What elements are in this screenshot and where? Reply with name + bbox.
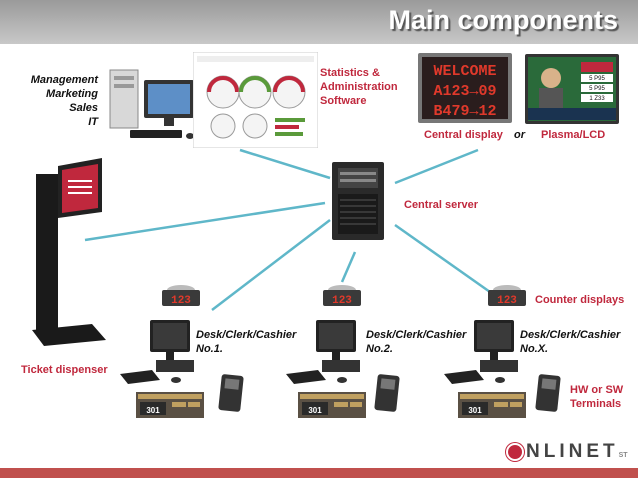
label-counter-displays: Counter displays	[535, 294, 625, 306]
line-to-ticket-dispenser	[84, 201, 326, 242]
terminal-1-number: 301	[146, 406, 160, 415]
line-to-desk-1	[211, 219, 331, 311]
desk-1-pc-icon	[120, 320, 194, 384]
terminal-panel-2: 301	[298, 392, 366, 418]
label-or: or	[514, 129, 525, 141]
counter-1-number: 123	[171, 295, 191, 307]
label-central-server: Central server	[404, 199, 478, 211]
logo-suffix: ST	[618, 452, 628, 459]
label-desk-2-line2: No.2.	[366, 343, 393, 355]
page-title: Main components	[388, 5, 618, 35]
label-ticket-dispenser: Ticket dispenser	[21, 364, 108, 376]
desk-x-pc-icon	[444, 320, 518, 384]
counter-display-1: 123	[162, 285, 200, 307]
counter-display-x: 123	[488, 285, 526, 307]
line-to-statistics	[239, 148, 331, 180]
plasma-display: 5 P95 5 P95 1 Z33	[525, 54, 619, 124]
handheld-terminal-1-icon	[218, 374, 244, 412]
plasma-row-1: 5 P95	[589, 76, 605, 82]
counter-2-number: 123	[332, 295, 352, 307]
terminal-panel-x: 301	[458, 392, 526, 418]
label-sales: Sales	[69, 102, 98, 114]
label-desk-x-line2: No.X.	[520, 343, 549, 355]
management-pc-icon	[109, 69, 194, 139]
label-desk-1-line1: Desk/Clerk/Cashier	[196, 329, 297, 341]
label-terminals-line2: Terminals	[570, 398, 622, 410]
ticket-dispenser-icon	[32, 158, 106, 346]
label-statistics-line2: Administration	[320, 81, 398, 93]
label-statistics-line1: Statistics &	[320, 67, 380, 79]
logo-o-icon	[506, 442, 524, 461]
central-led-display: WELCOME A123→09 B479→12	[418, 53, 512, 123]
plasma-row-2: 5 P95	[589, 86, 605, 92]
statistics-dashboard-image	[193, 52, 318, 148]
label-management: Management	[30, 74, 98, 86]
terminal-2-number: 301	[308, 406, 322, 415]
central-server-icon	[332, 162, 384, 240]
logo-text: NLINET	[526, 441, 619, 462]
label-desk-2: Desk/Clerk/Cashier No.2.	[366, 328, 466, 356]
label-desk-x-line1: Desk/Clerk/Cashier	[520, 329, 621, 341]
counter-display-2: 123	[323, 285, 361, 307]
management-labels: Management Marketing Sales IT	[26, 73, 98, 129]
label-it: IT	[88, 116, 98, 128]
led-line-2: A123→09	[433, 83, 496, 100]
line-to-desk-2	[340, 251, 357, 283]
label-central-display: Central display	[424, 129, 503, 141]
bottom-bar	[0, 468, 638, 478]
plasma-row-3: 1 Z33	[589, 96, 605, 102]
label-statistics-line3: Software	[320, 95, 367, 107]
label-terminals-line1: HW or SW	[570, 384, 624, 396]
onlinet-logo: NLINETST	[506, 441, 628, 463]
label-plasma: Plasma/LCD	[541, 129, 606, 141]
label-desk-2-line1: Desk/Clerk/Cashier	[366, 329, 467, 341]
line-to-display	[394, 148, 479, 185]
handheld-terminal-x-icon	[535, 374, 561, 412]
handheld-terminal-2-icon	[374, 374, 400, 412]
line-to-desk-x	[394, 223, 491, 294]
led-line-1: WELCOME	[433, 63, 496, 80]
label-terminals: HW or SW Terminals	[570, 383, 623, 411]
label-desk-1: Desk/Clerk/Cashier No.1.	[196, 328, 296, 356]
desk-2-pc-icon	[286, 320, 360, 384]
terminal-x-number: 301	[468, 406, 482, 415]
label-desk-1-line2: No.1.	[196, 343, 223, 355]
label-desk-x: Desk/Clerk/Cashier No.X.	[520, 328, 620, 356]
led-line-3: B479→12	[433, 103, 496, 120]
terminal-panel-1: 301	[136, 392, 204, 418]
label-statistics: Statistics & Administration Software	[320, 66, 398, 108]
label-marketing: Marketing	[46, 88, 98, 100]
counter-x-number: 123	[497, 295, 517, 307]
header-bar: Main components	[0, 0, 638, 44]
